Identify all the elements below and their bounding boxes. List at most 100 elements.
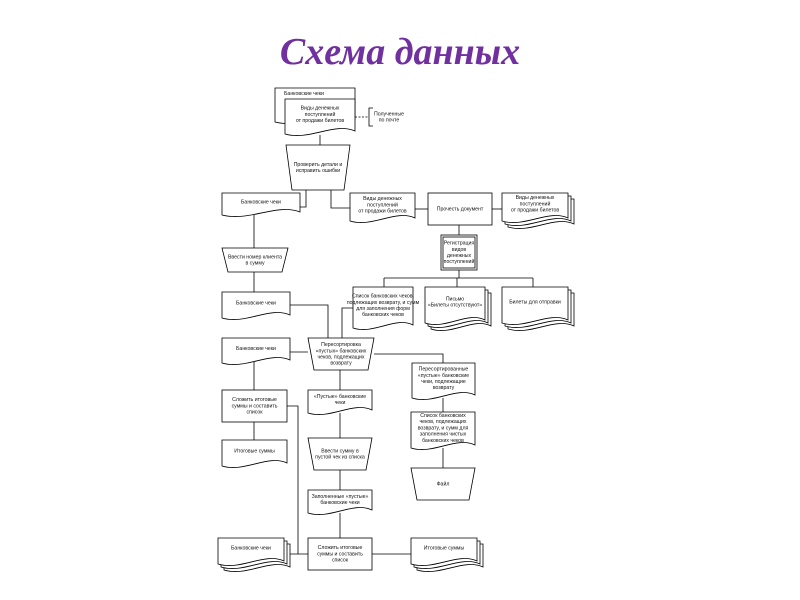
connectors — [253, 116, 534, 555]
label-line: поступлений — [367, 201, 398, 208]
label-line: Билеты для отправки — [509, 299, 561, 305]
node-label: Итоговые суммы — [234, 448, 275, 454]
node-label: Банковские чеки — [241, 199, 281, 205]
label-line: в сумму — [245, 261, 265, 267]
label-line: Прочесть документ — [437, 206, 484, 212]
node-document: Банковские чеки — [221, 291, 291, 320]
label-line: заполнения чистых — [420, 432, 467, 438]
node-document: Список банковских чеков,подлежащих возвр… — [347, 286, 420, 330]
label-line: список — [332, 558, 349, 564]
label-line: чеков, подлежащих — [317, 355, 364, 361]
node-label: Банковские чеки — [231, 545, 271, 551]
manual-operation-shape — [307, 337, 375, 371]
process-box — [440, 234, 478, 271]
label-line: чеки — [335, 400, 346, 406]
node-label: Банковские чеки — [236, 300, 276, 306]
label-line: Виды денежных — [363, 196, 402, 202]
label-line: пустой чек из списка — [315, 454, 365, 461]
document-shape — [221, 337, 291, 365]
document-shape — [410, 411, 476, 450]
slide-title: Схема данных — [279, 31, 521, 73]
manual-operation-shape — [307, 437, 373, 471]
label-line: Файл — [437, 480, 450, 487]
node-label: Билеты для отправки — [509, 299, 561, 305]
document-shape — [221, 439, 288, 468]
label-line: денежных — [447, 253, 472, 259]
process-box — [307, 537, 373, 571]
node-label: Банковские чеки — [236, 346, 276, 352]
node-document: Заполненные «пустые»банковские чеки — [307, 489, 373, 515]
document-shape — [221, 291, 291, 320]
process-box — [427, 192, 493, 226]
label-line: Проверить детали и — [294, 162, 343, 168]
label-line: возврату — [433, 385, 455, 391]
node-document: Банковские чеки — [221, 192, 301, 217]
label-line: Ввести сумму в — [321, 448, 359, 454]
label-line: Итоговые суммы — [234, 448, 275, 454]
document-shape — [284, 98, 356, 136]
label-line: Пересортированные — [419, 367, 469, 373]
label-line: список — [246, 410, 263, 416]
node-label: Банковские чеки — [284, 91, 324, 97]
label-line: Итоговые суммы — [424, 545, 465, 551]
label-line: Регистрация — [444, 241, 475, 247]
node-document: Итоговые суммы — [221, 439, 288, 468]
label-line: Список банковских чеков, — [352, 294, 414, 300]
label-line: суммы и составить — [317, 551, 363, 557]
node-document: Банковские чеки — [221, 337, 291, 365]
label-line: поступлений — [520, 200, 551, 207]
node-multidocument: Итоговые суммы — [410, 537, 484, 572]
label-line: Заполненные «пустые» — [312, 494, 369, 500]
process-box — [221, 389, 288, 423]
label-line: Виды денежных — [516, 195, 555, 201]
label-line: «пустых» банковских — [316, 348, 367, 354]
node-label: Список банковских чеков,подлежащих возвр… — [347, 294, 420, 319]
label-line: поступлений — [305, 111, 336, 118]
process-inner-border — [442, 236, 476, 269]
node-multidocument: Билеты для отправки — [501, 286, 575, 331]
label-line: «пустые» банковские — [418, 373, 469, 379]
node-manual-operation: Файл — [410, 467, 476, 501]
label-line: Сложить итоговые — [232, 397, 277, 403]
label-line: банковских чеков — [362, 312, 404, 318]
document-shape — [411, 362, 476, 400]
document-shape — [221, 192, 301, 217]
node-label: Прочесть документ — [437, 206, 484, 212]
label-line: Полученные — [374, 111, 404, 117]
label-line: по почте — [379, 118, 400, 124]
node-label: Файл — [437, 480, 450, 487]
document-shape — [501, 192, 569, 223]
node-multidocument: Письмо«Билеты отсутствуют» — [424, 286, 492, 331]
label-line: видов — [452, 247, 467, 253]
label-line: для заполнения форм — [356, 306, 410, 312]
label-line: Ввести номер клиента — [228, 254, 282, 260]
manual-operation-shape — [410, 467, 476, 501]
document-shape — [352, 286, 414, 330]
document-shape — [501, 286, 569, 325]
label-line: Пересортировка — [321, 342, 361, 348]
label-line: Банковские чеки — [241, 199, 281, 205]
label-line: Виды денежных — [301, 106, 340, 112]
document-shape — [424, 286, 486, 325]
document-shape — [217, 537, 285, 566]
label-line: Банковские чеки — [236, 300, 276, 306]
label-line: Письмо — [446, 296, 464, 302]
label-line: поступлений — [444, 258, 475, 265]
label-line: банковские чеки — [320, 500, 359, 506]
